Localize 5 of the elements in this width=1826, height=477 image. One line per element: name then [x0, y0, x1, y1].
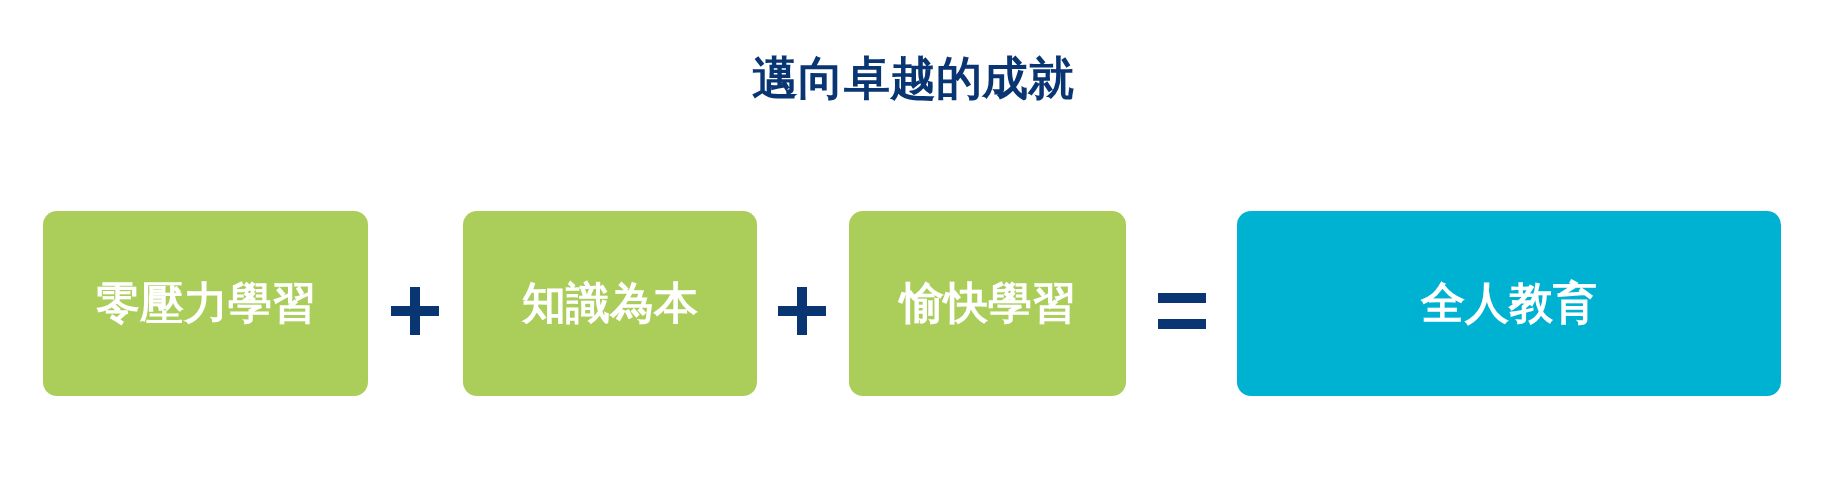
process-box: 零壓力學習 [43, 211, 368, 396]
process-box: 知識為本 [463, 211, 757, 396]
process-box: 愉快學習 [849, 211, 1126, 396]
title: 邁向卓越的成就 [752, 51, 1074, 105]
process-box: 全人教育 [1237, 211, 1781, 396]
